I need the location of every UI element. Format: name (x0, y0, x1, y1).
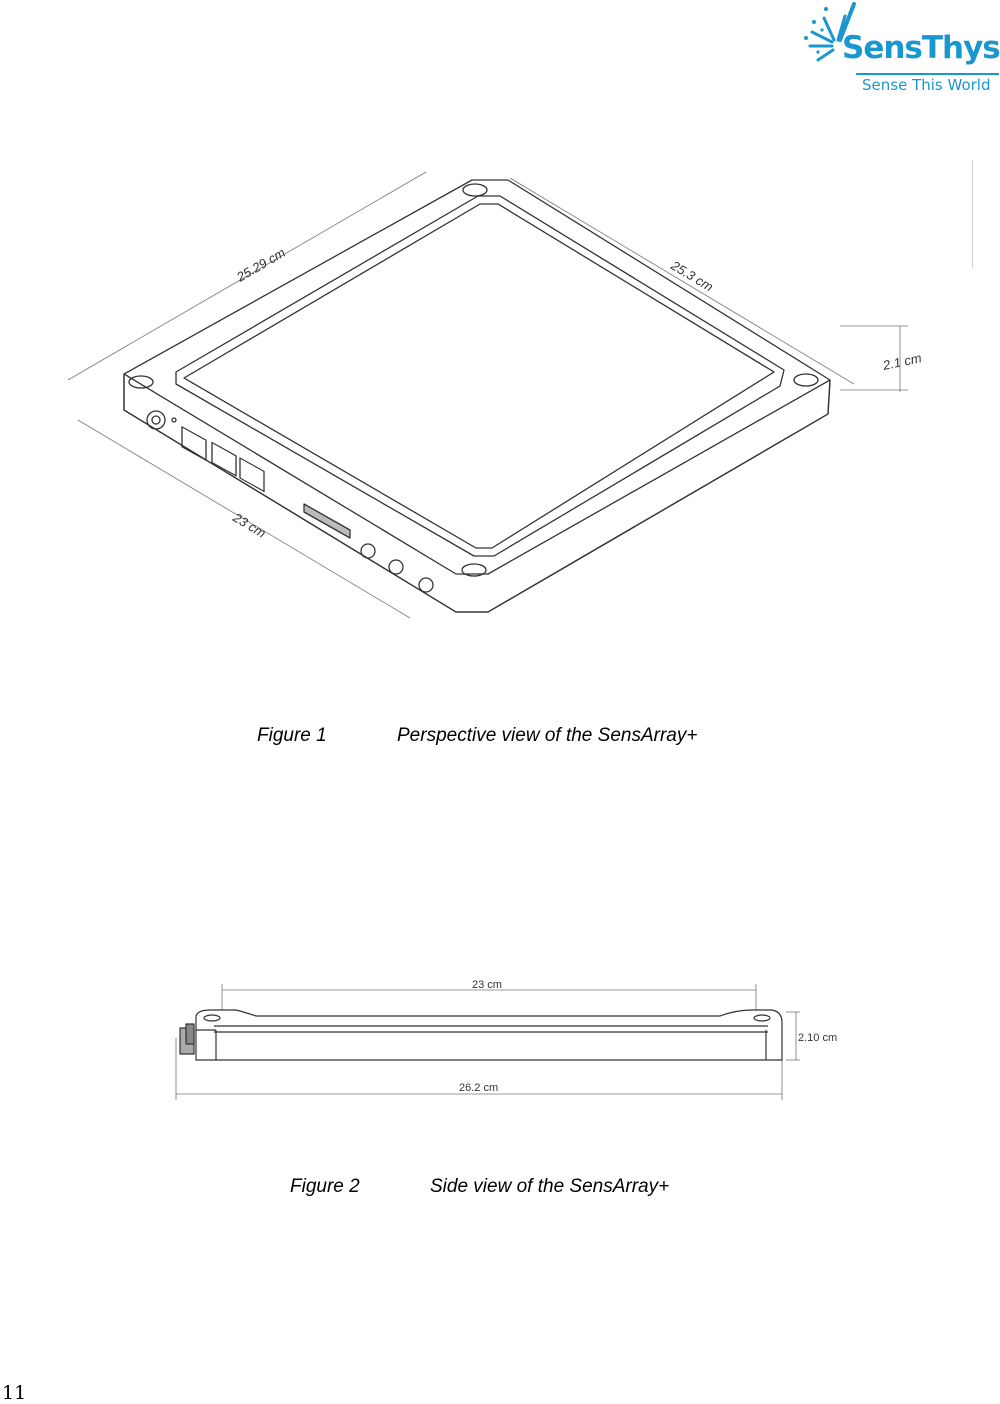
dim-side-height: 2.10 cm (798, 1032, 837, 1044)
logo-tagline: Sense This World (862, 76, 991, 94)
figure-2-caption-number: Figure 2 (290, 1176, 360, 1197)
page-number: 11 (2, 1382, 27, 1404)
figure-1-caption-text: Perspective view of the SensArray+ (397, 725, 698, 746)
dim-top-width: 23 cm (472, 979, 502, 991)
dim-height: 2.1 cm (881, 350, 923, 373)
logo-underline (856, 73, 999, 75)
figure-2-caption-text: Side view of the SensArray+ (430, 1176, 670, 1197)
dim-left-edge: 25.29 cm (233, 245, 288, 285)
logo-brand-name: SensThys (842, 30, 1000, 66)
dim-front-edge: 23 cm (230, 509, 269, 541)
figure-2-side-drawing: 23 cm 2.10 cm 26.2 cm (175, 979, 837, 1100)
dim-overall-width: 26.2 cm (459, 1082, 498, 1094)
figure-1-perspective-drawing: 25.29 cm 25.3 cm 2.1 cm 23 cm (67, 171, 923, 619)
margin-rule (972, 160, 973, 268)
figure-1-caption-number: Figure 1 (257, 725, 327, 746)
sensthys-logo-burst-icon (804, 2, 856, 62)
